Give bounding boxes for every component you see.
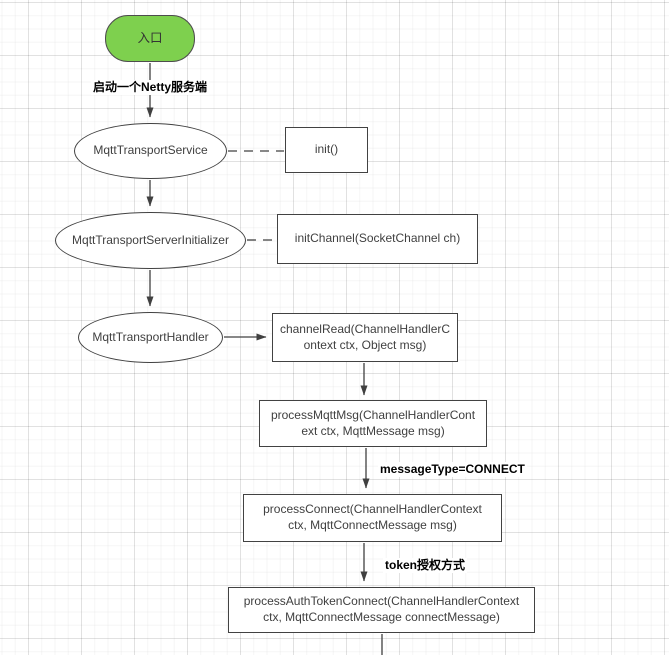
node-init-channel[interactable]: initChannel(SocketChannel ch) [277, 214, 478, 264]
node-mqtt-transport-server-initializer-label: MqttTransportServerInitializer [72, 232, 229, 247]
node-mqtt-transport-handler[interactable]: MqttTransportHandler [78, 312, 223, 363]
node-channel-read[interactable]: channelRead(ChannelHandlerC ontext ctx, … [272, 313, 458, 362]
node-process-auth-token-connect[interactable]: processAuthTokenConnect(ChannelHandlerCo… [228, 587, 535, 633]
node-mqtt-transport-service[interactable]: MqttTransportService [74, 123, 227, 179]
node-process-connect[interactable]: processConnect(ChannelHandlerContext ctx… [243, 494, 502, 542]
node-process-connect-label: processConnect(ChannelHandlerContext ctx… [263, 502, 482, 532]
edge-label-start-netty-server[interactable]: 启动一个Netty服务端 [90, 80, 210, 95]
node-process-mqtt-msg[interactable]: processMqttMsg(ChannelHandlerCont ext ct… [259, 400, 487, 447]
node-channel-read-label: channelRead(ChannelHandlerC ontext ctx, … [279, 321, 451, 352]
node-entry-label: 入口 [137, 31, 163, 46]
node-entry[interactable]: 入口 [105, 15, 195, 62]
node-init-channel-label: initChannel(SocketChannel ch) [294, 231, 461, 246]
node-init[interactable]: init() [285, 127, 368, 173]
node-process-mqtt-msg-label: processMqttMsg(ChannelHandlerCont ext ct… [270, 407, 476, 438]
node-process-auth-token-connect-label: processAuthTokenConnect(ChannelHandlerCo… [243, 594, 520, 624]
node-init-label: init() [314, 142, 339, 157]
edge-label-token-auth[interactable]: token授权方式 [383, 558, 468, 573]
node-mqtt-transport-handler-label: MqttTransportHandler [92, 329, 209, 344]
node-mqtt-transport-server-initializer[interactable]: MqttTransportServerInitializer [55, 212, 246, 269]
node-mqtt-transport-service-label: MqttTransportService [93, 143, 208, 158]
edge-label-message-type-connect[interactable]: messageType=CONNECT [378, 462, 527, 477]
